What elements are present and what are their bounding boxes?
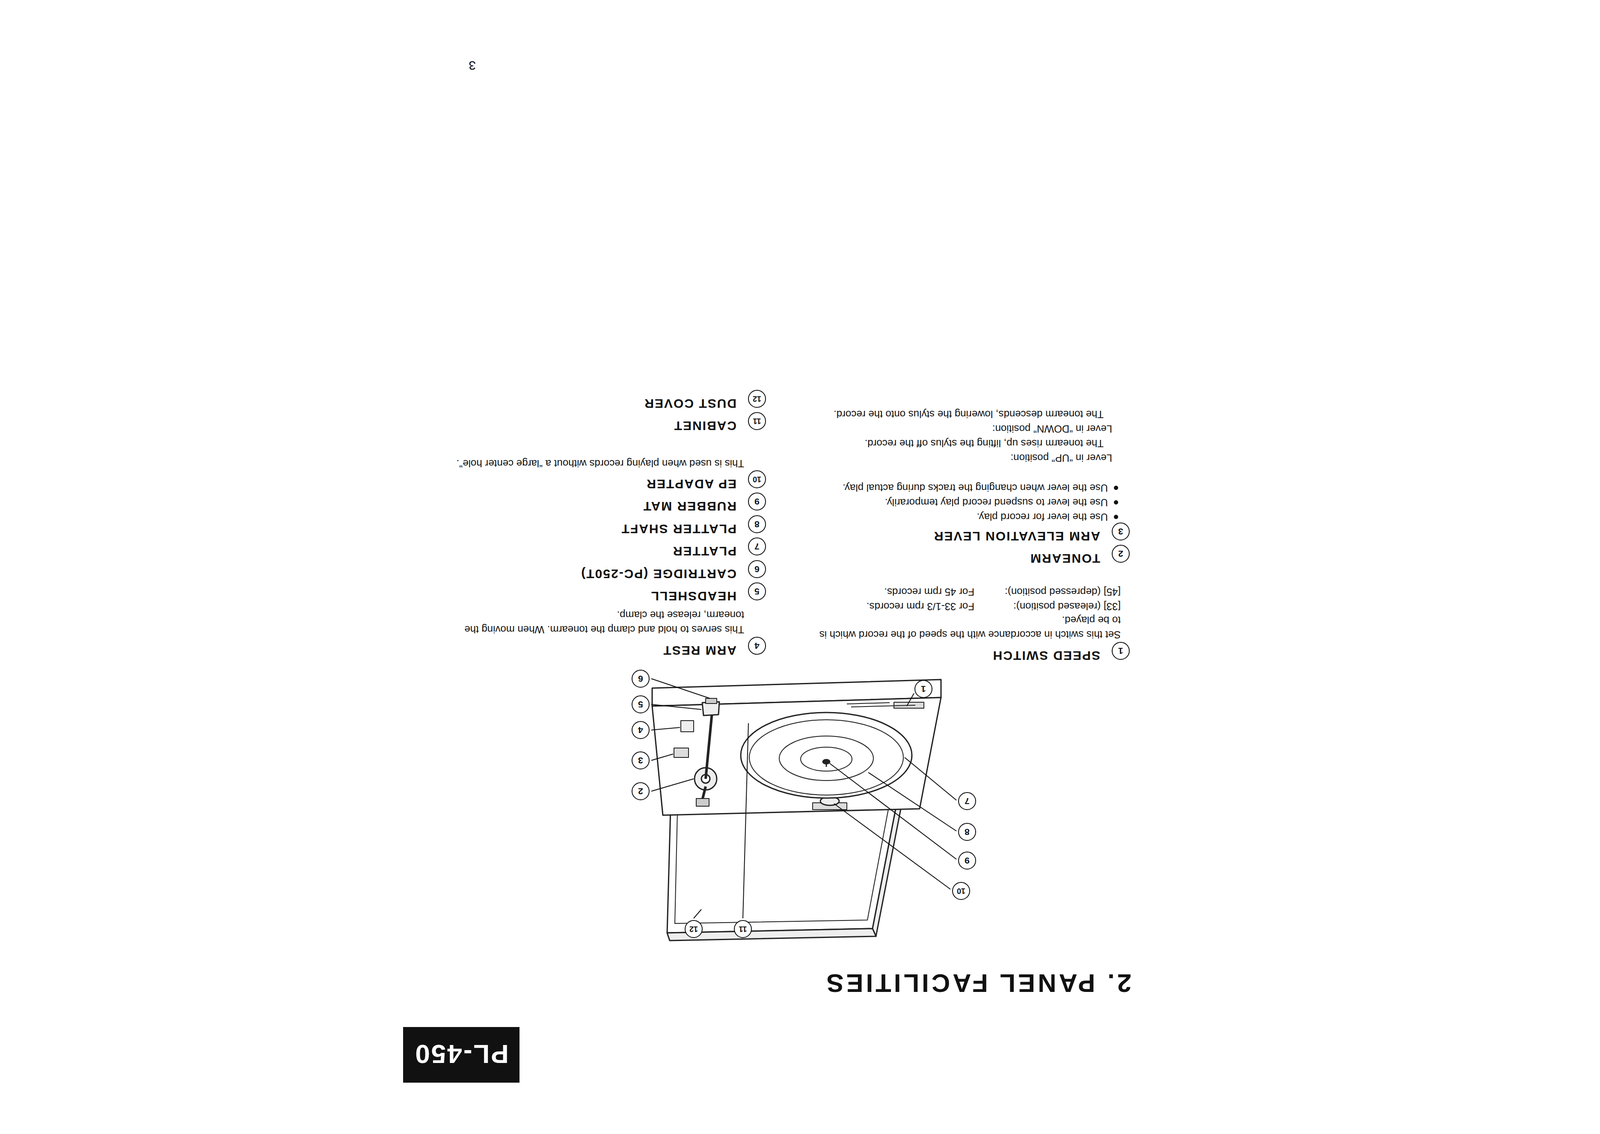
part-heading: EP ADAPTER xyxy=(645,476,737,492)
callout-number: 6 xyxy=(748,560,766,579)
description-text: For 45 rpm records. xyxy=(803,584,975,600)
callout-number: 4 xyxy=(748,636,766,655)
dust-cover xyxy=(667,795,899,933)
bullet-text: Use the lever when changing the tracks d… xyxy=(808,480,1108,496)
callout-number: 10 xyxy=(952,881,971,900)
callout-number: 5 xyxy=(631,695,650,714)
rubber-mat xyxy=(749,719,904,796)
bullet-dot xyxy=(1113,500,1119,505)
callout-number: 8 xyxy=(958,822,977,841)
callout-number: 11 xyxy=(733,920,752,939)
description-text: The tonearm descends, lowering the stylu… xyxy=(808,406,1104,422)
bullet-dot xyxy=(1113,514,1119,520)
callout-number: 9 xyxy=(958,851,977,870)
model-number: PL-450 xyxy=(403,1038,520,1069)
bullet-text: Use the lever to suspend record play tem… xyxy=(808,495,1108,510)
callout-number: 6 xyxy=(631,669,650,688)
arm-elevation-lever xyxy=(673,748,689,758)
callout-number: 1 xyxy=(1111,641,1130,660)
part-heading: CARTRIDGE (PC-250T) xyxy=(580,566,737,582)
callout-number: 7 xyxy=(748,537,766,556)
part-heading: ARM ELEVATION LEVER xyxy=(933,528,1101,544)
bullet-text: Use the lever for record play. xyxy=(808,509,1108,525)
tonearm xyxy=(705,712,713,779)
part-heading: RUBBER MAT xyxy=(642,498,737,514)
cartridge xyxy=(705,698,717,704)
callout-number: 3 xyxy=(1111,522,1130,541)
bullet-dot xyxy=(1113,485,1119,490)
part-heading: SPEED SWITCH xyxy=(992,647,1101,664)
leader-lines xyxy=(651,678,957,919)
callout-number: 9 xyxy=(748,492,766,511)
callout-number: 5 xyxy=(748,582,766,601)
part-heading: ARM REST xyxy=(662,642,737,659)
callout-number: 7 xyxy=(958,792,977,811)
part-heading: DUST COVER xyxy=(643,395,737,412)
description-text: [45] (depressed position): xyxy=(949,584,1121,600)
callout-number: 8 xyxy=(748,515,766,534)
callout-number: 12 xyxy=(748,389,766,408)
cabinet-top xyxy=(652,697,942,816)
description-text: This is used when playing records withou… xyxy=(436,456,745,471)
description-text: The tonearm rises up, lifting the stylus… xyxy=(795,436,1104,451)
callout-number: 12 xyxy=(684,920,703,939)
part-heading: PLATTER xyxy=(672,543,737,559)
description-text: Lever in “DOWN” position: xyxy=(812,421,1113,437)
callout-number: 2 xyxy=(631,782,650,801)
platter xyxy=(740,712,912,799)
part-heading: HEADSHELL xyxy=(650,588,737,604)
description-text: This serves to hold and clamp the tonear… xyxy=(436,607,745,637)
callout-number: 3 xyxy=(631,751,650,770)
description-text: Set this switch in accordance with the s… xyxy=(808,612,1121,642)
page-number: 3 xyxy=(458,58,476,73)
callout-number: 10 xyxy=(748,470,766,489)
part-heading: TONEARM xyxy=(1029,550,1101,567)
description-text: For 33-1/3 rpm records. xyxy=(803,599,975,614)
part-heading: CABINET xyxy=(673,418,737,434)
part-heading: PLATTER SHAFT xyxy=(620,521,737,537)
description-text: Lever in “UP” position: xyxy=(812,450,1113,466)
description-text: [33] (released position): xyxy=(949,599,1121,614)
arm-rest xyxy=(680,720,694,732)
model-badge xyxy=(403,1027,520,1083)
page-title: 2. PANEL FACILITIES xyxy=(823,968,1132,998)
callout-number: 4 xyxy=(631,721,650,740)
callout-number: 1 xyxy=(914,679,933,698)
callout-number: 11 xyxy=(748,412,766,431)
callout-number: 2 xyxy=(1111,544,1130,563)
